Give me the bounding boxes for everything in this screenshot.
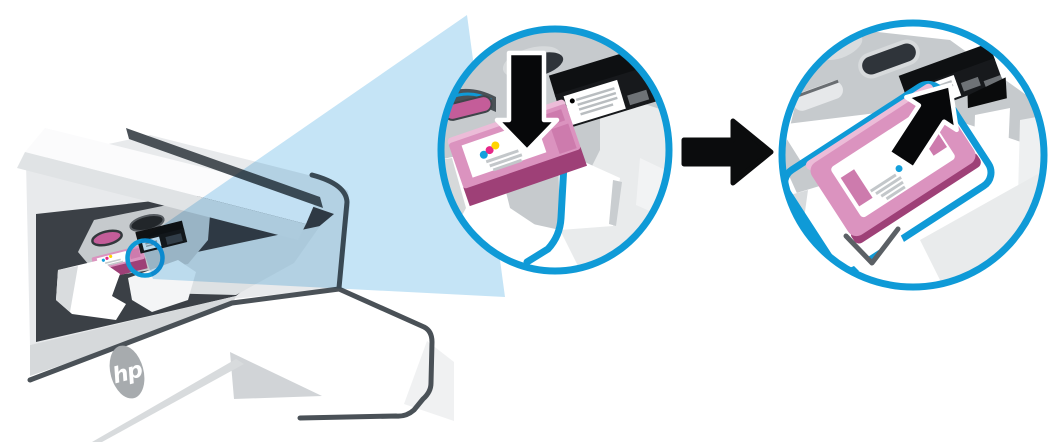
magnified-view-remove bbox=[778, 19, 1048, 291]
printer-front-face bbox=[0, 290, 430, 442]
tricolor-latch-slot bbox=[91, 229, 123, 247]
spring-zigzag bbox=[843, 226, 901, 266]
down-arrow-icon bbox=[494, 50, 560, 154]
right-arrow-icon bbox=[681, 118, 774, 186]
empty-latch-slot bbox=[792, 79, 843, 111]
black-latch-zoom bbox=[858, 39, 920, 79]
magnifier-beam bbox=[140, 15, 505, 297]
body-right-outline bbox=[297, 286, 435, 421]
bay-divider-side bbox=[609, 180, 622, 226]
magnifier-ring bbox=[778, 19, 1048, 291]
magnifier-ring bbox=[437, 25, 673, 275]
hp-logo: hp bbox=[109, 345, 145, 399]
tray-front-edge bbox=[92, 359, 244, 442]
slot-highlight-outline bbox=[782, 80, 995, 275]
magnified-view-insert bbox=[437, 25, 673, 275]
bay-front-wall bbox=[30, 296, 236, 376]
cradle-shading bbox=[56, 266, 78, 312]
up-arrow-icon bbox=[886, 82, 959, 171]
front-top-edge bbox=[27, 286, 342, 383]
output-tray-shadow bbox=[230, 352, 322, 399]
